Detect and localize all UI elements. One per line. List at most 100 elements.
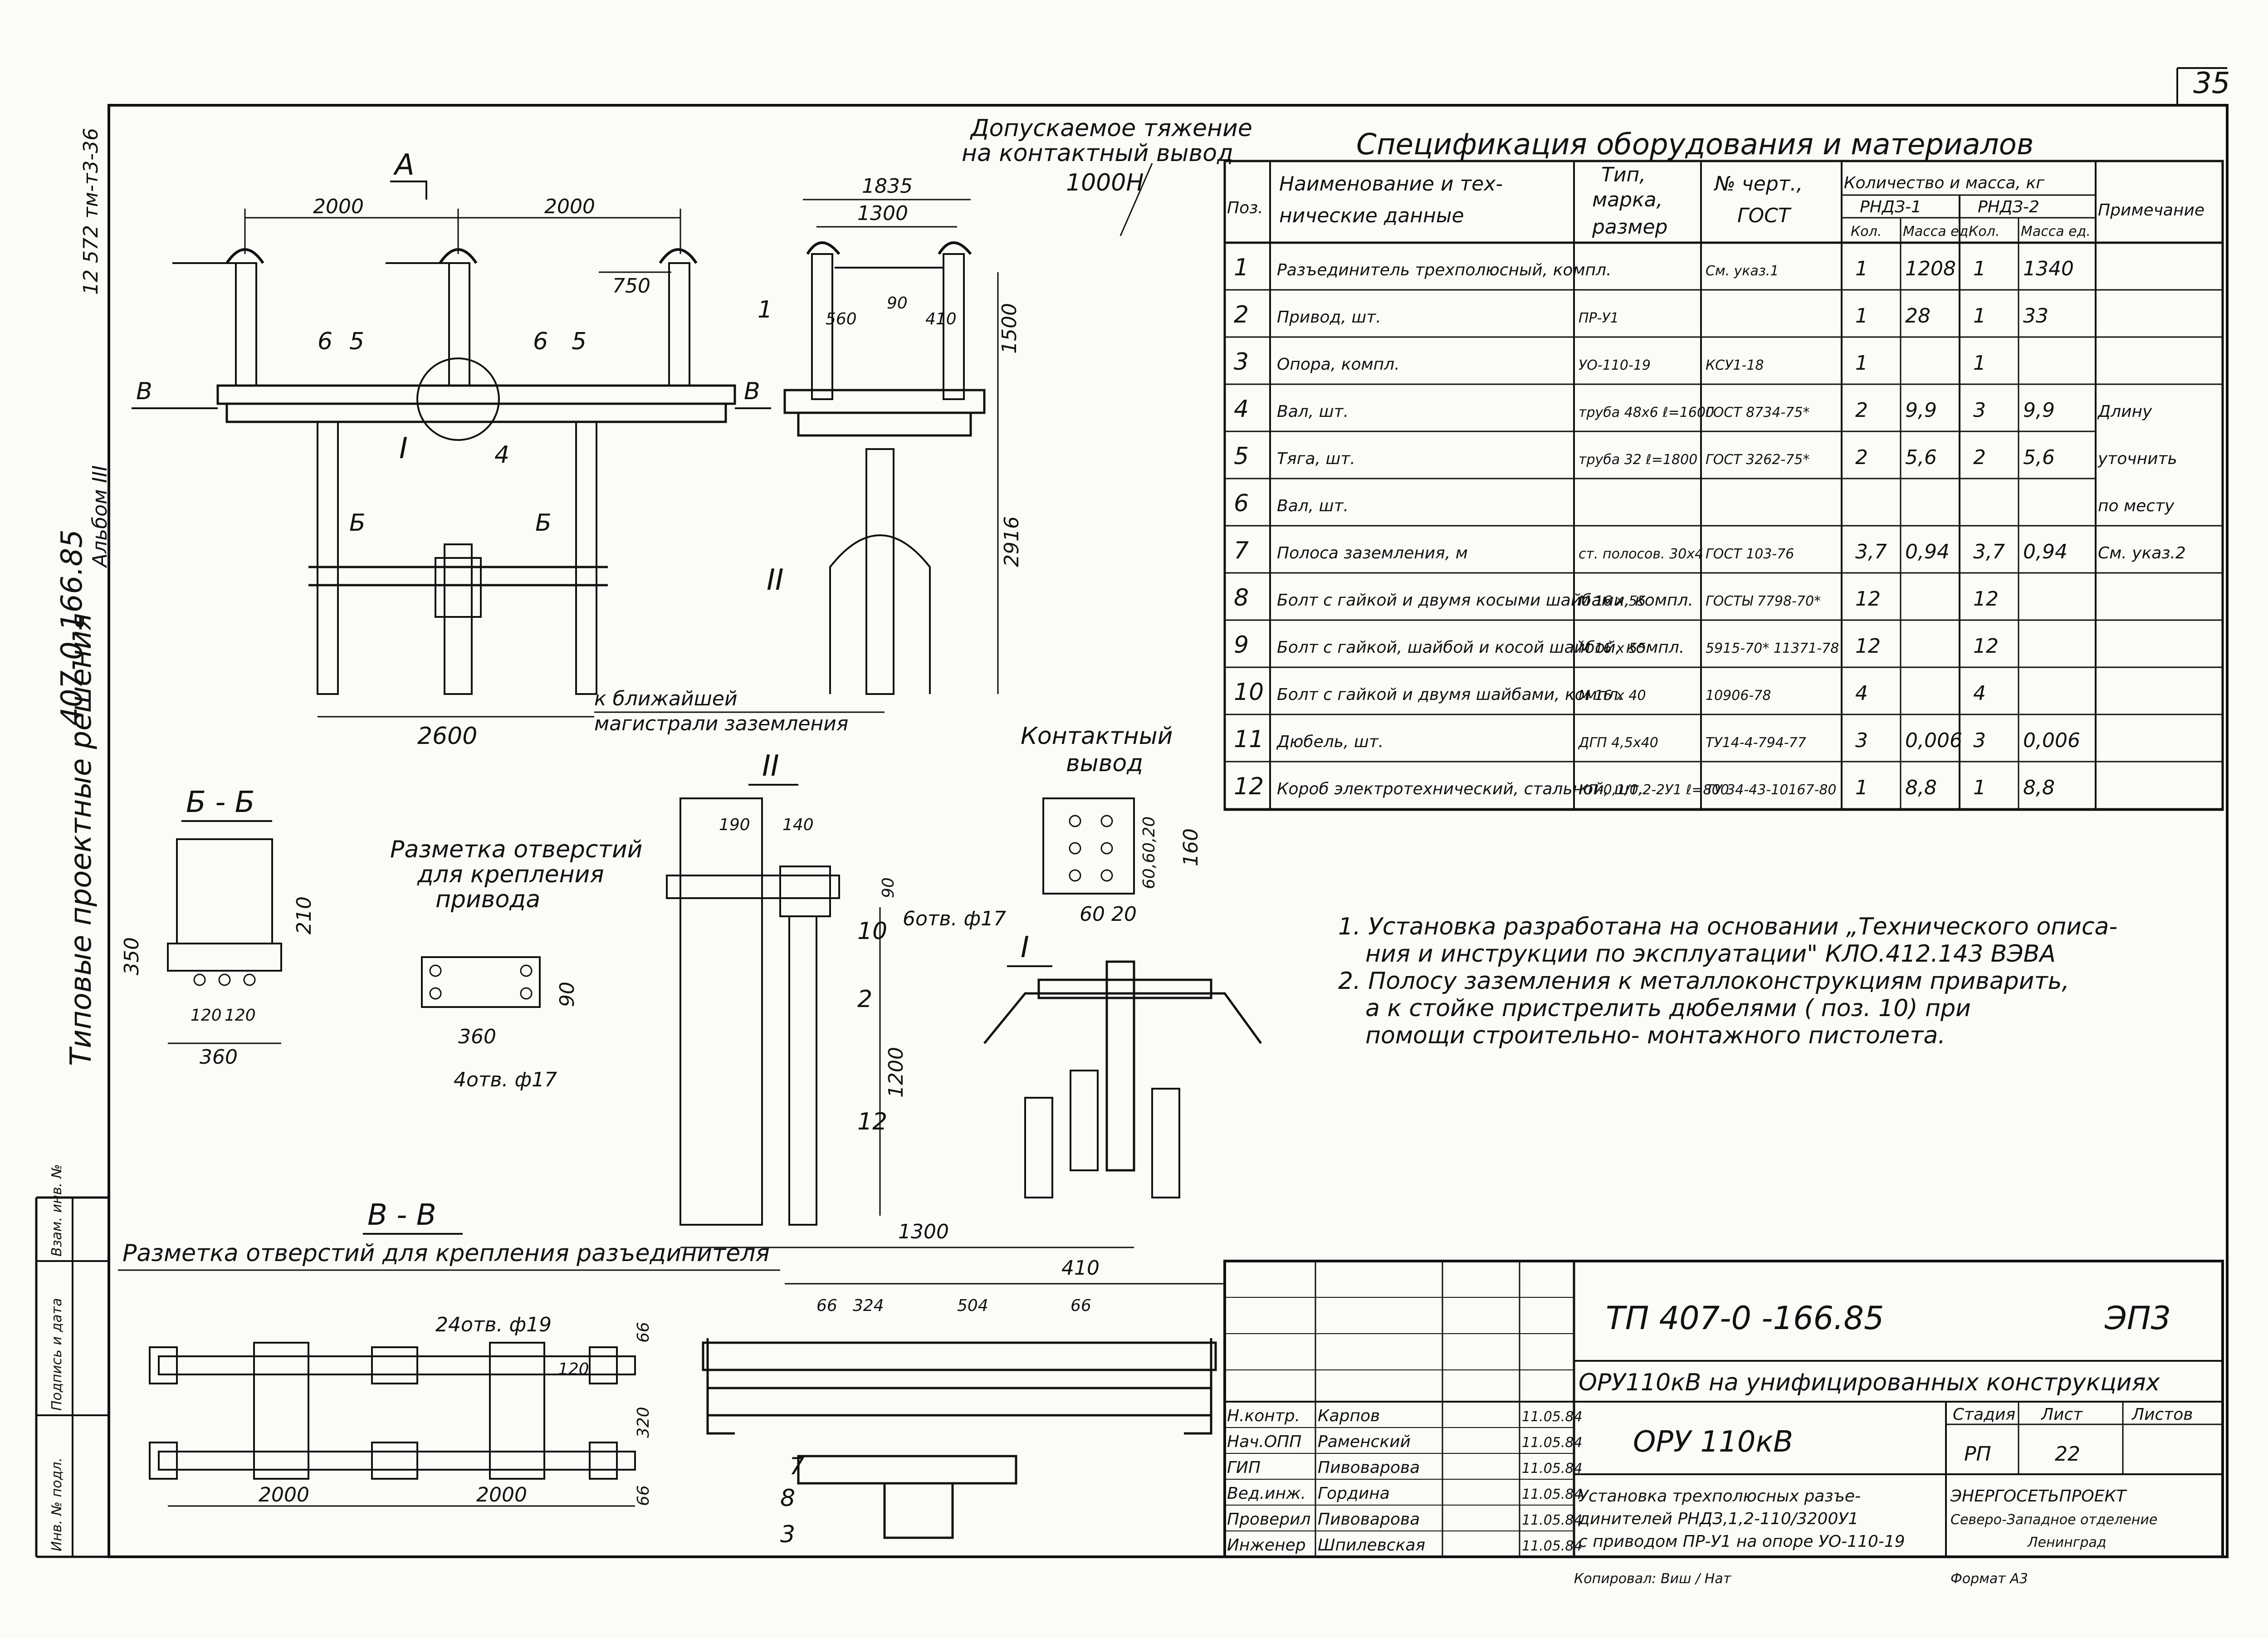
page-number: 35 xyxy=(2193,67,2230,100)
spec-cell-qty2: 2 xyxy=(1973,446,1986,469)
spec-cell-qty1: 1 xyxy=(1855,776,1868,799)
spec-cell-doc: ТУ 34-43-10167-80 xyxy=(1706,782,1837,798)
spec-cell-type: ПР-У1 xyxy=(1579,310,1619,326)
side-sign: Подпись и дата xyxy=(49,1298,65,1411)
tb-desc-1: Установка трехполюсных разъе- xyxy=(1579,1487,1861,1506)
spec-role-date: 11.05.84 xyxy=(1522,1435,1583,1451)
spec-cell-qty2: 3 xyxy=(1973,729,1986,752)
dim-360a: 360 xyxy=(200,1046,238,1069)
holes-4: 4отв. ф17 xyxy=(454,1068,557,1091)
spec-cell-qty1: 1 xyxy=(1855,352,1868,375)
note-line-3: 2. Полосу заземления к металлоконструкци… xyxy=(1338,968,2069,995)
spec-cell-mass2: 1340 xyxy=(2023,257,2074,280)
section-bb: Б - Б 350 210 120 120 360 xyxy=(120,786,316,1069)
spec-role-name: Пивоварова xyxy=(1318,1510,1420,1529)
contact-title-2: вывод xyxy=(1066,750,1143,777)
spec-cell-qty2: 3,7 xyxy=(1973,540,2005,563)
dim-560: 560 xyxy=(826,310,857,328)
spec-role-name: Раменский xyxy=(1318,1433,1411,1451)
dim-90c: 90 xyxy=(879,877,898,898)
spec-cell-name: Болт с гайкой и двумя косыми шайбами, ко… xyxy=(1277,591,1693,610)
spec-cell-doc: ТУ14-4-794-77 xyxy=(1706,735,1806,751)
spec-cell-qty1: 12 xyxy=(1855,587,1881,611)
pos-8: 8 xyxy=(780,1485,795,1512)
dim-60-60-20: 60,60,20 xyxy=(1140,817,1158,889)
dim-66d: 66 xyxy=(1070,1296,1091,1315)
dim-190: 190 xyxy=(719,816,750,834)
spec-role-date: 11.05.84 xyxy=(1522,1409,1583,1425)
spec-cell-pos: 3 xyxy=(1234,348,1249,376)
spec-cell-name: Короб электротехнический, стальной, шт. xyxy=(1277,780,1644,798)
hdr-rnd1: РНДЗ-1 xyxy=(1860,198,1921,216)
spec-cell-name: Полоса заземления, м xyxy=(1277,544,1468,562)
spec-cell-mass2: 0,006 xyxy=(2023,729,2080,752)
spec-cell-mass1: 0,94 xyxy=(1905,540,1950,563)
tb-sheet-code: ЭП3 xyxy=(2104,1300,2171,1337)
tb-org-3: Ленинград xyxy=(2027,1535,2107,1550)
spec-cell-name: Болт с гайкой и двумя шайбами, компл. xyxy=(1277,685,1623,704)
dim-2000-d: 2000 xyxy=(476,1483,527,1506)
spec-cell-doc: ГОСТ 8734-75* xyxy=(1706,405,1809,421)
tension-note-1: Допускаемое тяжение xyxy=(970,115,1252,142)
hdr-qty-group: Количество и масса, кг xyxy=(1844,174,2045,192)
spec-cell-type: ст. полосов. 30х4 xyxy=(1579,546,1703,562)
notes: 1. Установка разработана на основании „Т… xyxy=(1338,913,2117,1049)
hdr-rnd2: РНДЗ-2 xyxy=(1978,198,2039,216)
note-line-5: помощи строительно- монтажного пистолета… xyxy=(1365,1022,1945,1049)
dim-410b: 410 xyxy=(1061,1257,1100,1280)
tb-sheets-label: Листов xyxy=(2131,1405,2193,1424)
pos-6b: 6 xyxy=(533,328,548,355)
hdr-qty1: Кол. xyxy=(1851,224,1882,240)
dim-320: 320 xyxy=(634,1407,653,1438)
spec-cell-pos: 5 xyxy=(1234,443,1249,470)
holes-24: 24отв. ф19 xyxy=(435,1313,552,1336)
spec-cell-pos: 4 xyxy=(1234,396,1249,423)
album-label: Альбом III xyxy=(88,465,112,568)
spec-cell-mass1: 28 xyxy=(1905,304,1931,328)
section-a-label: А xyxy=(393,148,415,182)
dim-120b: 120 xyxy=(225,1006,256,1025)
dim-120c: 120 xyxy=(558,1360,589,1379)
spec-cell-qty2: 12 xyxy=(1973,635,1999,658)
spec-cell-note: уточнить xyxy=(2097,450,2177,468)
dim-410: 410 xyxy=(925,310,957,328)
spec-role: ГИП xyxy=(1227,1458,1261,1477)
series-title: Типовые проектные решения xyxy=(64,613,98,1066)
spec-cell-qty1: 1 xyxy=(1855,304,1868,328)
hdr-pos: Поз. xyxy=(1227,199,1263,217)
spec-cell-type: ДГП 4,5х40 xyxy=(1578,735,1658,751)
ground-note-2: магистрали заземления xyxy=(594,712,848,735)
spec-cell-doc: КСУ1-18 xyxy=(1706,357,1764,373)
spec-cell-doc: ГОСТЫ 7798-70* xyxy=(1706,593,1821,609)
dim-324: 324 xyxy=(853,1296,884,1315)
spec-cell-mass1: 0,006 xyxy=(1905,729,1962,752)
spec-cell-qty1: 3,7 xyxy=(1855,540,1887,563)
spec-cell-mass1: 8,8 xyxy=(1905,776,1937,799)
spec-cell-pos: 7 xyxy=(1234,537,1249,564)
spec-cell-pos: 6 xyxy=(1234,490,1249,517)
tb-sheet-label: Лист xyxy=(2040,1405,2083,1424)
pos-12: 12 xyxy=(857,1108,887,1135)
spec-cell-mass2: 8,8 xyxy=(2023,776,2055,799)
hdr-type-2: марка, xyxy=(1592,188,1663,211)
pos-2: 2 xyxy=(857,986,872,1013)
spec-cell-pos: 11 xyxy=(1234,726,1264,753)
dim-66c: 66 xyxy=(816,1296,837,1315)
disconnector-elevation: Допускаемое тяжение на контактный вывод … xyxy=(132,115,1252,750)
dim-66b: 66 xyxy=(634,1485,653,1506)
spec-cell-name: Тяга, шт. xyxy=(1277,450,1355,468)
spec-cell-qty1: 12 xyxy=(1855,635,1881,658)
dim-1500: 1500 xyxy=(998,303,1021,354)
spec-role: Вед.инж. xyxy=(1227,1484,1306,1503)
spec-role-date: 11.05.84 xyxy=(1522,1461,1583,1477)
contact-title-1: Контактный xyxy=(1021,723,1173,750)
label-v-right: В xyxy=(744,378,760,405)
disconnector-side-view: 1835 1300 560 90 410 1 1500 II xyxy=(758,175,1021,695)
insulator-right xyxy=(659,248,698,386)
spec-cell-pos: 1 xyxy=(1234,254,1249,281)
spec-role: Инженер xyxy=(1227,1536,1306,1555)
spec-role: Проверил xyxy=(1227,1510,1311,1529)
